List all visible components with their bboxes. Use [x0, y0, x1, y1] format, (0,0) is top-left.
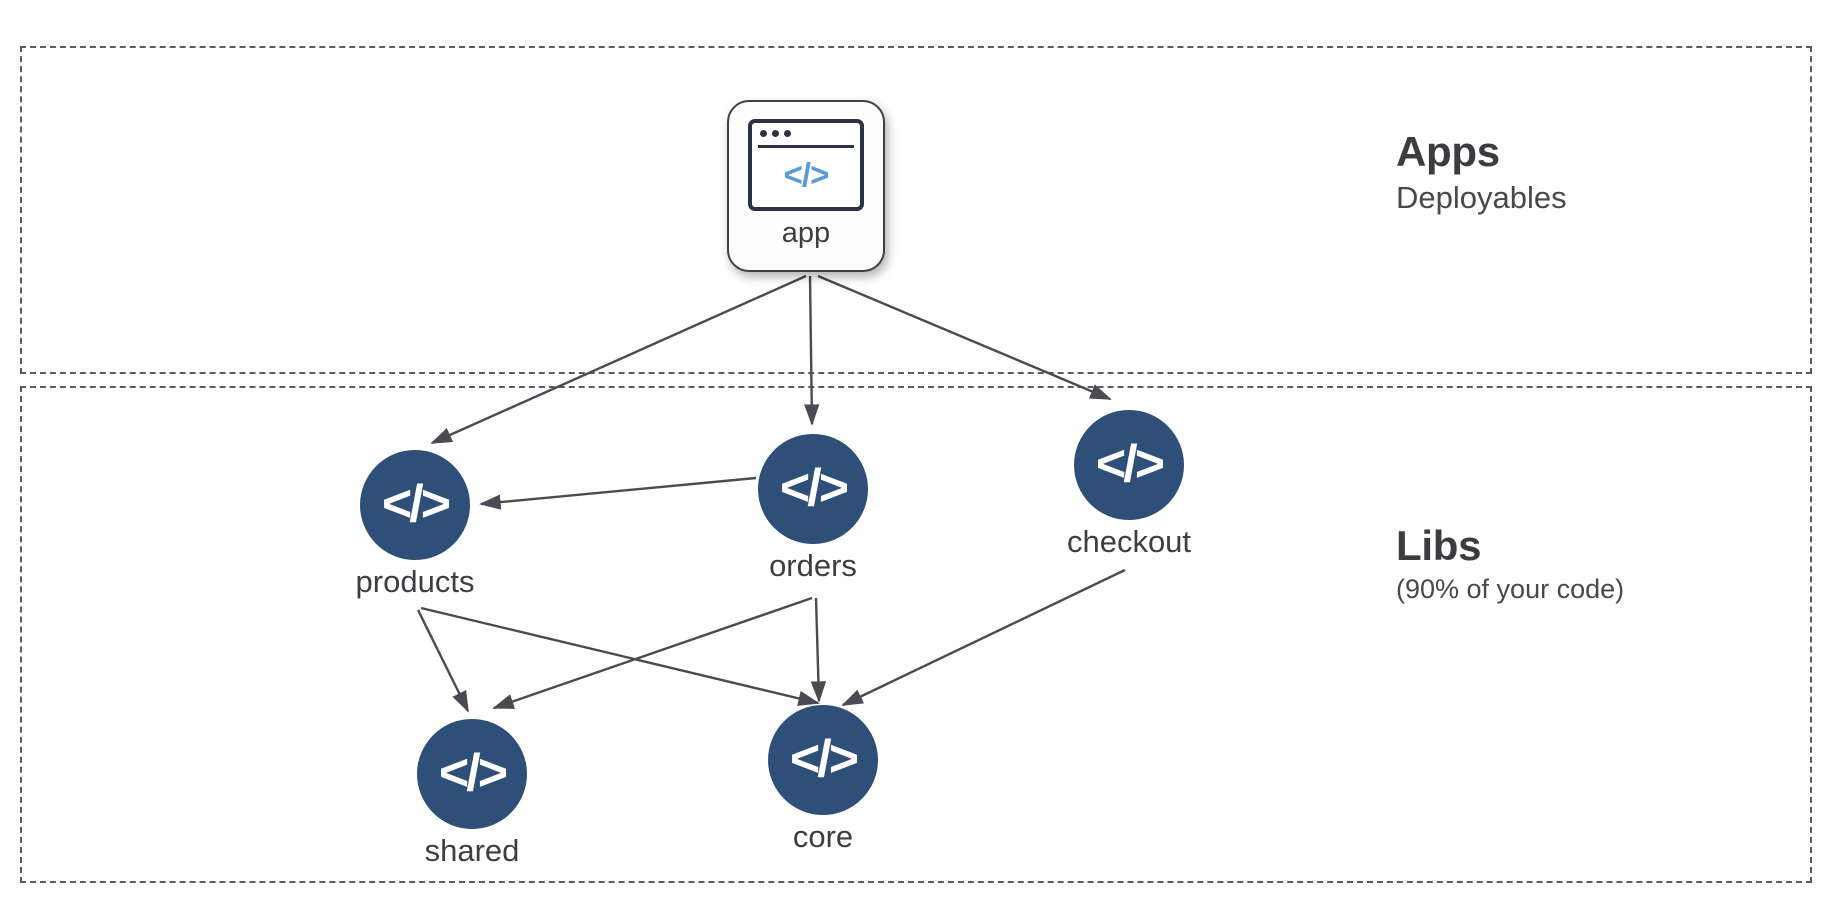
node-checkout-label: checkout [1066, 524, 1192, 559]
code-glyph: </> [438, 743, 508, 802]
code-glyph: </> [381, 474, 451, 533]
node-app[interactable]: </> app [727, 100, 885, 272]
zone-libs-caption: Libs (90% of your code) [1396, 522, 1624, 605]
node-orders-label: orders [769, 548, 857, 583]
code-glyph: </> [789, 729, 859, 788]
code-icon: </> [768, 705, 878, 815]
code-icon: </> [360, 450, 470, 560]
code-icon: </> [417, 719, 527, 829]
window-dots-icon [760, 130, 791, 137]
node-app-label: app [781, 217, 831, 249]
code-icon: </> [1074, 410, 1184, 520]
code-glyph: </> [779, 458, 849, 517]
code-glyph: </> [783, 155, 830, 193]
code-icon: </> [758, 434, 868, 544]
zone-libs-subtitle: (90% of your code) [1396, 574, 1625, 605]
window-titlebar-rule [758, 145, 854, 148]
zone-apps-subtitle: Deployables [1396, 180, 1567, 216]
node-shared-label: shared [424, 833, 520, 868]
browser-window-code-icon: </> [748, 119, 864, 211]
zone-apps-caption: Apps Deployables [1396, 128, 1567, 216]
node-core-label: core [792, 819, 854, 854]
code-glyph: </> [1095, 434, 1165, 493]
zone-libs-title: Libs [1396, 522, 1482, 569]
node-products-label: products [355, 564, 475, 599]
zone-apps-title: Apps [1396, 128, 1500, 175]
zone-libs-box [20, 386, 1812, 883]
